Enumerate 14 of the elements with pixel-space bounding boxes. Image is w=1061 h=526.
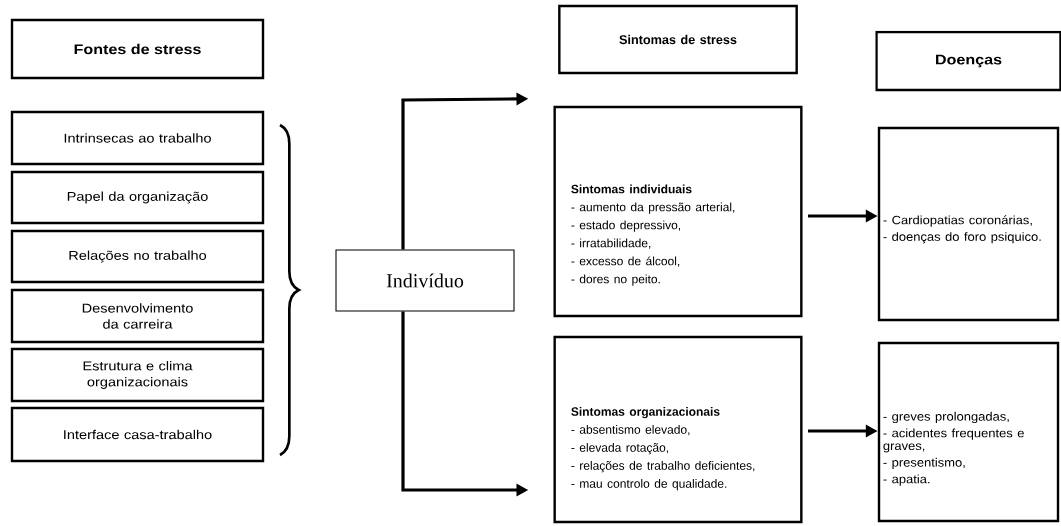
- disease-box: - Cardiopatias coronárias, - doenças do foro psiquico.: [877, 126, 1060, 322]
- source-box: Papel da organização: [10, 170, 265, 225]
- source-box: Estrutura e clima organizacionais: [10, 347, 265, 403]
- source-box: Intrinsecas ao trabalho: [10, 110, 265, 166]
- source-box: Interface casa-trabalho: [10, 406, 265, 463]
- symptom-box: Sintomas individuais - aumento da pressão arterial, - estado depressivo, - irratabilidade, - excesso de álcool, - dores no peito.: [553, 105, 803, 318]
- header-box: Fontes de stress: [10, 18, 265, 80]
- source-box: Desenvolvimento da carreira: [10, 288, 265, 344]
- header-box: Doenças: [875, 30, 1061, 92]
- symptom-box: Sintomas organizacionais - absentismo elevado, - elevada rotação, - relações de trabalho deficientes, - mau controlo de qualidade.: [553, 335, 803, 524]
- source-box: Relações no trabalho: [10, 229, 265, 284]
- individual-box: Indivíduo: [335, 249, 515, 312]
- header-box: Sintomas de stress: [558, 4, 798, 75]
- disease-box: - greves prolongadas, - acidentes frequentes e graves, - presentismo, - apatia.: [877, 341, 1060, 523]
